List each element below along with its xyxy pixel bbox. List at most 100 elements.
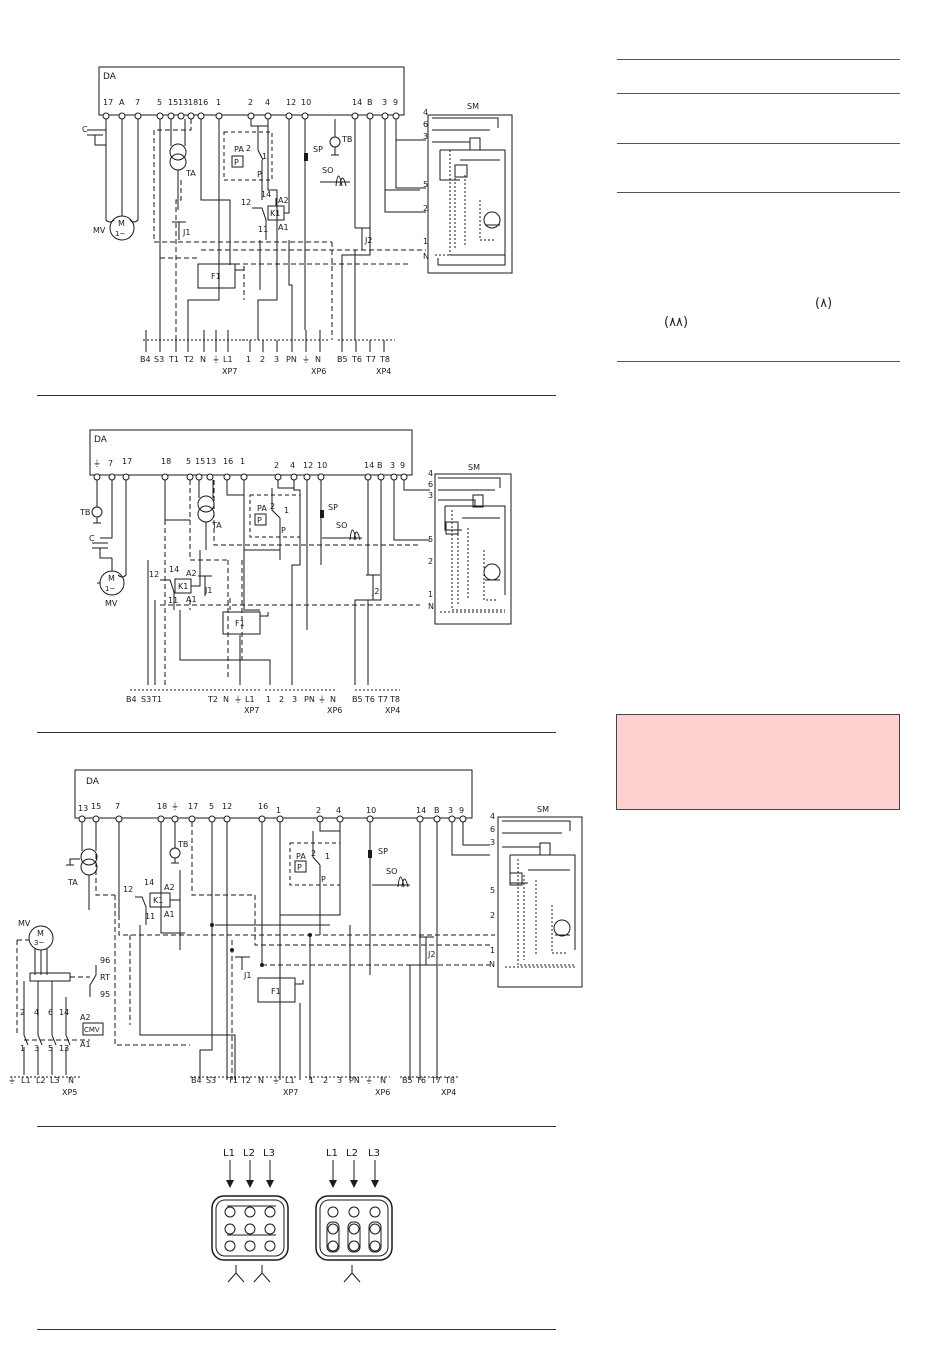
svg-text:9: 9: [393, 98, 398, 107]
svg-text:1: 1: [284, 506, 289, 515]
svg-text:13: 13: [59, 1044, 69, 1053]
relay-k1: K1 A2 A1 14 12 11: [149, 550, 201, 610]
svg-text:T7: T7: [430, 1076, 441, 1085]
svg-text:2: 2: [423, 204, 428, 213]
svg-text:F1: F1: [211, 272, 221, 281]
svg-text:15: 15: [168, 98, 178, 107]
svg-text:4: 4: [34, 1008, 39, 1017]
wiring-diagram-1: DA 17 A 7 5 15 13 18 16 1 2 4 12 10 14 B…: [82, 66, 513, 376]
svg-text:2: 2: [274, 461, 279, 470]
jumper-j2: J2: [355, 227, 372, 250]
contact-labels: 2 4 6 14 1 3 5 13: [20, 981, 90, 1075]
svg-text:1: 1: [266, 695, 271, 704]
svg-text:M: M: [118, 219, 125, 228]
svg-text:13: 13: [178, 98, 188, 107]
svg-text:1: 1: [262, 152, 267, 161]
svg-text:14: 14: [364, 461, 374, 470]
svg-text:P: P: [297, 863, 302, 872]
svg-text:N: N: [68, 1076, 74, 1085]
svg-text:3: 3: [390, 461, 395, 470]
svg-text:A2: A2: [80, 1013, 91, 1022]
bottom-terminal-labels: B4 S3 T1 T2 N ⏚ L1 1 2 3 PN ⏚ N B5 T6 T7…: [140, 330, 395, 376]
svg-text:PA: PA: [257, 504, 267, 513]
svg-text:XP4: XP4: [441, 1088, 456, 1097]
svg-text:MV: MV: [93, 226, 106, 235]
svg-text:18: 18: [161, 457, 171, 466]
svg-text:SM: SM: [467, 102, 479, 111]
svg-text:C: C: [82, 125, 88, 134]
right-rule-5: [617, 361, 900, 362]
svg-text:TB: TB: [341, 135, 352, 144]
svg-text:XP7: XP7: [244, 706, 259, 715]
svg-text:⏚: ⏚: [302, 355, 310, 364]
svg-text:⏚: ⏚: [212, 355, 220, 364]
svg-text:T6: T6: [415, 1076, 426, 1085]
svg-text:XP7: XP7: [222, 367, 237, 376]
svg-text:XP7: XP7: [283, 1088, 298, 1097]
svg-text:T7: T7: [377, 695, 388, 704]
bottom-terminal-labels: ⏚ L1 L2 L3 N B4 S3 T1 T2 N ⏚ L1 1 2 3 PN…: [8, 1076, 460, 1097]
svg-text:A1: A1: [186, 595, 197, 604]
svg-text:S3: S3: [206, 1076, 216, 1085]
svg-text:L2: L2: [346, 1148, 358, 1159]
svg-text:3~: 3~: [34, 939, 44, 947]
svg-text:XP4: XP4: [376, 367, 391, 376]
svg-text:18: 18: [188, 98, 198, 107]
svg-text:2: 2: [316, 806, 321, 815]
svg-text:B4: B4: [126, 695, 137, 704]
svg-text:3: 3: [423, 132, 428, 141]
svg-text:P: P: [257, 170, 262, 179]
jumper-j1: J1: [235, 956, 251, 980]
ignition-so: SO: [322, 521, 362, 541]
svg-text:⏚: ⏚: [234, 695, 242, 704]
svg-text:XP4: XP4: [385, 706, 400, 715]
section-divider-4: [37, 1329, 556, 1330]
svg-text:J2: J2: [364, 236, 372, 245]
svg-text:1: 1: [240, 457, 245, 466]
svg-text:S3: S3: [141, 695, 151, 704]
section-divider-1: [37, 395, 556, 396]
svg-text:A2: A2: [186, 569, 197, 578]
svg-text:L3: L3: [263, 1148, 275, 1159]
svg-text:B: B: [434, 806, 440, 815]
section-divider-2: [37, 732, 556, 733]
svg-text:T6: T6: [351, 355, 362, 364]
svg-text:1: 1: [309, 1076, 314, 1085]
svg-text:K1: K1: [270, 209, 280, 218]
svg-text:A2: A2: [164, 883, 175, 892]
svg-text:A: A: [119, 98, 125, 107]
controller-box: DA: [98, 66, 405, 116]
svg-text:14: 14: [169, 565, 179, 574]
svg-text:1: 1: [325, 852, 330, 861]
svg-text:11: 11: [145, 912, 155, 921]
svg-text:12: 12: [241, 198, 251, 207]
thermostat-tb: TB: [79, 480, 103, 524]
svg-text:⏚: ⏚: [365, 1076, 373, 1085]
svg-text:P: P: [234, 158, 239, 167]
svg-text:B4: B4: [140, 355, 151, 364]
svg-text:3: 3: [428, 491, 433, 500]
svg-text:TA: TA: [67, 878, 78, 887]
svg-text:12: 12: [303, 461, 313, 470]
ignition-so: SO: [372, 867, 410, 888]
svg-text:A1: A1: [164, 910, 175, 919]
svg-text:6: 6: [423, 120, 428, 129]
svg-text:S3: S3: [154, 355, 164, 364]
controller-terminal-labels: ⏚ 7 17 18 5 15 13 16 1 2 4 12 10 14 B 3 …: [93, 457, 405, 470]
svg-text:16: 16: [223, 457, 233, 466]
svg-text:SO: SO: [386, 867, 397, 876]
svg-text:L3: L3: [50, 1076, 60, 1085]
svg-text:2: 2: [20, 1008, 25, 1017]
svg-text:3: 3: [490, 838, 495, 847]
svg-text:J1: J1: [204, 586, 212, 595]
svg-text:2: 2: [246, 144, 251, 153]
transformer-ta: TA: [197, 480, 222, 550]
pressure-switch-pa: P PA 2 1 P: [223, 119, 273, 200]
capacitor: C: [89, 480, 113, 559]
svg-text:4: 4: [290, 461, 295, 470]
svg-text:⏚: ⏚: [93, 459, 101, 468]
svg-text:5: 5: [209, 802, 214, 811]
svg-text:⏚: ⏚: [171, 802, 179, 811]
svg-text:T1: T1: [168, 355, 179, 364]
svg-text:13: 13: [206, 457, 216, 466]
